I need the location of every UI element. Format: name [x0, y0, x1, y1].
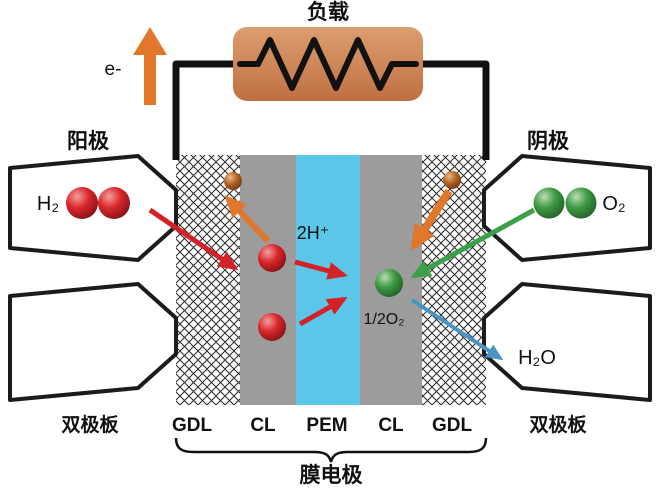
electron-release-arrow	[224, 195, 271, 244]
cl-left-layer	[240, 155, 296, 405]
bipolar-plate-right-bottom	[482, 282, 652, 402]
electron-return-arrow	[410, 188, 453, 252]
bipolar-plate-left-bottom	[8, 282, 178, 402]
bipolar-right-label: 双极板	[529, 413, 587, 436]
gdl-left-layer	[176, 155, 240, 405]
pem-layer	[296, 155, 360, 405]
anode-label: 阳极	[67, 130, 110, 153]
mea-label: 膜电极	[300, 463, 364, 487]
water-out-arrow	[410, 298, 504, 361]
cl-right-label: CL	[378, 415, 404, 436]
o2-molecule-cl	[375, 269, 403, 297]
bipolar-left-label: 双极板	[61, 413, 119, 436]
proton-arrow-lower	[298, 296, 348, 327]
h2-label: H₂	[37, 193, 59, 215]
load-label: 负载	[307, 0, 349, 24]
electron-up-arrow-icon	[133, 27, 167, 105]
h2-molecule-left-b	[98, 187, 130, 219]
proton-arrow-upper	[294, 259, 348, 280]
electron-particle-right	[443, 171, 461, 189]
water-label: H₂O	[518, 347, 556, 369]
wire-left	[172, 60, 242, 160]
o2-molecule-right-b	[565, 187, 597, 219]
cl-left-label: CL	[250, 415, 276, 436]
cathode-label: 阴极	[527, 130, 570, 153]
mea-brace	[174, 437, 488, 463]
o2-flow-arrow	[410, 207, 536, 279]
gdl-left-label: GDL	[172, 415, 213, 436]
electron-label: e-	[105, 59, 122, 80]
gdl-right-label: GDL	[432, 415, 473, 436]
h2-molecule-cl-lower	[258, 313, 286, 341]
wire-right	[414, 60, 490, 160]
proton-label: 2H⁺	[297, 223, 330, 243]
h2-flow-arrow	[148, 207, 239, 271]
electron-particle-left	[224, 172, 242, 190]
h2-molecule-left-a	[66, 187, 98, 219]
pem-label: PEM	[306, 415, 347, 436]
gdl-right-layer	[422, 155, 486, 405]
o2-molecule-right-a	[533, 187, 565, 219]
o2-label: O₂	[602, 193, 625, 215]
h2-molecule-cl-upper	[258, 244, 286, 272]
resistor-icon	[237, 37, 419, 91]
half-o2-label: 1/2O₂	[364, 311, 405, 328]
